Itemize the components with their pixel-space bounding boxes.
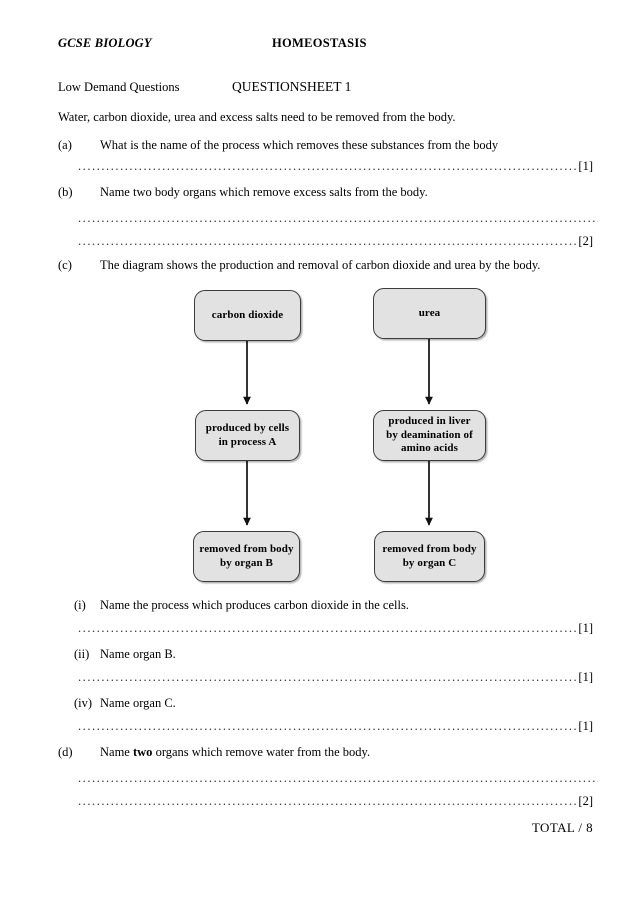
leader-dots: ........................................… — [78, 211, 598, 225]
question-c-text: The diagram shows the production and rem… — [100, 258, 541, 272]
diagram-box-removed-by-organ-c: removed from body by organ C — [374, 531, 485, 582]
box-label: carbon dioxide — [211, 308, 284, 321]
box-line-1: produced in liver — [388, 414, 471, 427]
box-line-1: removed from body — [199, 542, 294, 555]
question-a-text: What is the name of the process which re… — [100, 138, 499, 152]
question-c-iv-label: (iv) — [74, 696, 93, 710]
marks-d: [2] — [578, 794, 593, 808]
answer-line-a[interactable]: ........................................… — [78, 159, 593, 174]
box-line-2: by organ B — [220, 556, 273, 569]
answer-line-c-ii[interactable]: ........................................… — [78, 670, 593, 685]
marks-a: [1] — [578, 159, 593, 173]
box-label: urea — [418, 306, 441, 319]
marks-c-iv: [1] — [578, 719, 593, 733]
box-line-1: produced by cells — [205, 421, 290, 434]
leader-dots: ........................................… — [78, 794, 577, 808]
header-subject: GCSE BIOLOGY — [58, 36, 152, 50]
box-line-2: in process A — [218, 435, 277, 448]
leader-dots: ........................................… — [78, 771, 598, 785]
diagram-box-produced-by-cells: produced by cells in process A — [195, 410, 300, 461]
question-a-label: (a) — [58, 138, 72, 152]
diagram-box-urea: urea — [373, 288, 486, 339]
question-b-label: (b) — [58, 185, 73, 199]
box-line-1: removed from body — [382, 542, 477, 555]
box-label: removed from body by organ B — [199, 543, 293, 571]
box-label: produced in liver by deamination of amin… — [386, 415, 473, 457]
question-c-label: (c) — [58, 258, 72, 272]
answer-line-b1[interactable]: ........................................… — [78, 211, 598, 226]
question-c-i-text: Name the process which produces carbon d… — [100, 598, 409, 612]
leader-dots: ........................................… — [78, 234, 577, 248]
intro-text: Water, carbon dioxide, urea and excess s… — [58, 110, 456, 124]
marks-c-ii: [1] — [578, 670, 593, 684]
answer-line-d2[interactable]: ........................................… — [78, 794, 593, 809]
marks-b: [2] — [578, 234, 593, 248]
box-label: produced by cells in process A — [206, 422, 289, 450]
leader-dots: ........................................… — [78, 621, 577, 635]
question-c-ii-label: (ii) — [74, 647, 90, 661]
total-marks: TOTAL / 8 — [531, 820, 593, 835]
box-line-3: amino acids — [400, 442, 459, 455]
question-d-text: Name two organs which remove water from … — [100, 745, 370, 760]
answer-line-c-iv[interactable]: ........................................… — [78, 719, 593, 734]
box-label: removed from body by organ C — [382, 543, 476, 571]
question-c-iv-text: Name organ C. — [100, 696, 176, 710]
header-questionsheet-number: QUESTIONSHEET 1 — [232, 79, 352, 94]
answer-line-c-i[interactable]: ........................................… — [78, 621, 593, 636]
diagram-box-removed-by-organ-b: removed from body by organ B — [193, 531, 300, 582]
question-c-i-label: (i) — [74, 598, 86, 612]
question-d-text-after: organs which remove water from the body. — [152, 745, 371, 759]
question-c-ii-text: Name organ B. — [100, 647, 176, 661]
leader-dots: ........................................… — [78, 159, 577, 173]
box-line-2: by deamination of — [386, 428, 473, 441]
question-d-text-emphasis: two — [132, 745, 153, 759]
answer-line-d1[interactable]: ........................................… — [78, 771, 598, 786]
box-line-2: by organ C — [402, 556, 457, 569]
leader-dots: ........................................… — [78, 719, 577, 733]
leader-dots: ........................................… — [78, 670, 577, 684]
answer-line-b2[interactable]: ........................................… — [78, 234, 593, 249]
header-demand-level: Low Demand Questions — [58, 80, 180, 94]
header-topic: HOMEOSTASIS — [272, 36, 367, 50]
question-b-text: Name two body organs which remove excess… — [100, 185, 428, 199]
marks-c-i: [1] — [578, 621, 593, 635]
question-d-label: (d) — [58, 745, 73, 759]
question-d-text-before: Name — [100, 745, 133, 759]
diagram-box-carbon-dioxide: carbon dioxide — [194, 290, 301, 341]
diagram-box-produced-in-liver: produced in liver by deamination of amin… — [373, 410, 486, 461]
